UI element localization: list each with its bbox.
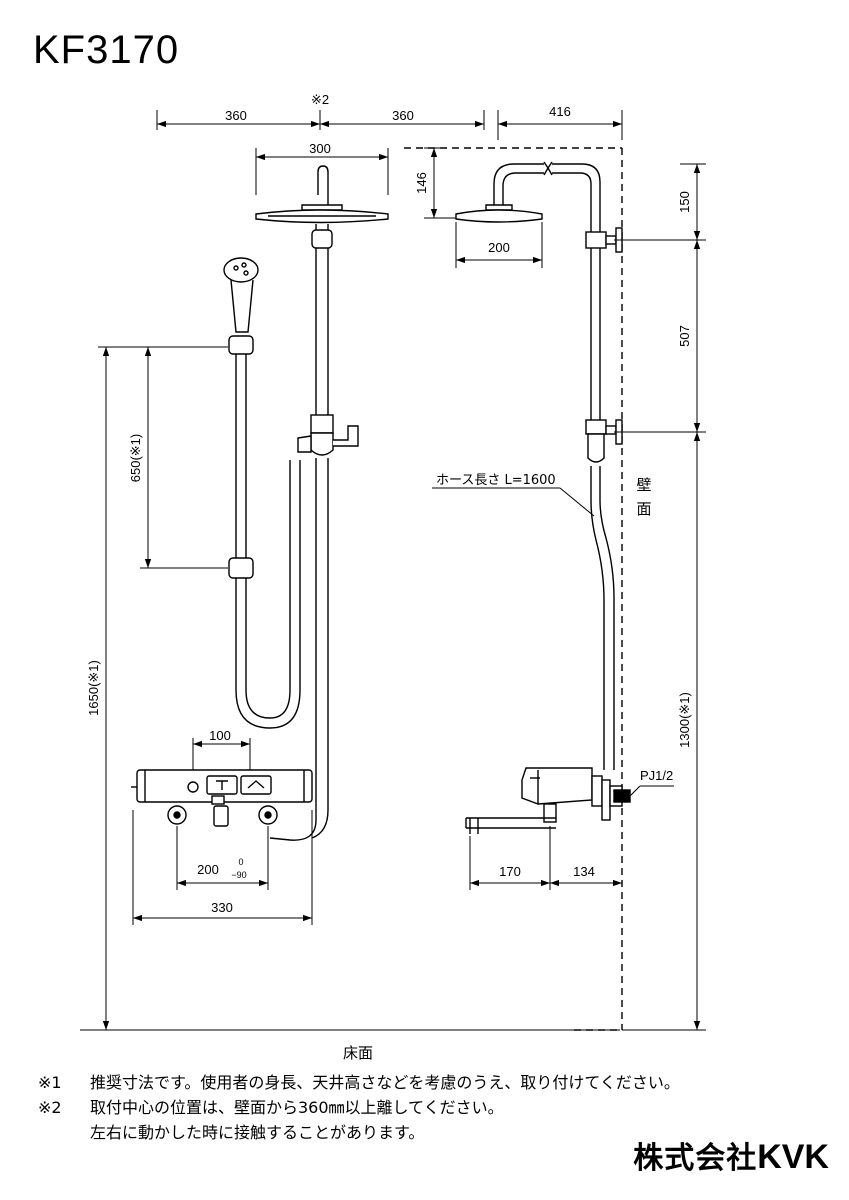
- dim-330: 330: [211, 900, 233, 915]
- note-row: 左右に動かした時に接触することがあります。: [38, 1120, 838, 1145]
- front-view: [80, 110, 620, 1031]
- hose: [235, 460, 329, 841]
- side-view: [404, 110, 706, 1031]
- note-mark: [38, 1120, 90, 1145]
- riser-pipe: [297, 224, 359, 820]
- dim-1300: 1300(※1): [677, 692, 692, 748]
- dim-300: 300: [309, 141, 331, 156]
- dim-416: 416: [549, 104, 571, 119]
- wall-label-1: 壁: [636, 476, 651, 494]
- note-row: ※2 取付中心の位置は、壁面から360㎜以上離してください。: [38, 1095, 838, 1120]
- floor-label: 床面: [343, 1044, 373, 1062]
- mark-2-label: ※2: [311, 92, 329, 107]
- brand-name: KVK: [757, 1138, 829, 1176]
- side-overhead-arm: [455, 161, 601, 232]
- dim-650: 650(※1): [128, 434, 143, 482]
- dimension-labels: ※2 360 360 300 650(※1) 1650(※1) 100 200 …: [86, 92, 692, 1062]
- dim-507: 507: [677, 325, 692, 347]
- mixer-body: [131, 769, 313, 827]
- model-title: KF3170: [33, 28, 180, 72]
- wall-label-2: 面: [636, 500, 651, 518]
- hand-shower: [223, 257, 259, 690]
- dim-146: 146: [414, 172, 429, 194]
- dim-360-left: 360: [225, 108, 247, 123]
- notes: ※1 推奨寸法です。使用者の身長、天井高さなどを考慮のうえ、取り付けてください。…: [38, 1070, 838, 1145]
- brand-prefix: 株式会社: [633, 1141, 758, 1176]
- pj-label: PJ1/2: [640, 768, 673, 783]
- hose-length-label: ホース長さ L=1600: [436, 473, 556, 488]
- side-riser: [585, 227, 623, 500]
- tolerance-upper: 0: [238, 857, 243, 867]
- note-row: ※1 推奨寸法です。使用者の身長、天井高さなどを考慮のうえ、取り付けてください。: [38, 1070, 838, 1095]
- dim-200-side: 200: [488, 240, 510, 255]
- dim-1650: 1650(※1): [86, 660, 101, 716]
- dim-170: 170: [499, 864, 521, 879]
- brand-logo: 株式会社KVK: [633, 1140, 829, 1174]
- note-text: 左右に動かした時に接触することがあります。: [90, 1123, 425, 1142]
- dim-150: 150: [677, 191, 692, 213]
- note-mark: ※1: [38, 1073, 62, 1092]
- dim-200-front: 200: [197, 862, 219, 877]
- note-mark: ※2: [38, 1098, 62, 1117]
- overhead-shower-head: [255, 165, 389, 224]
- side-mixer: [465, 767, 631, 834]
- note-text: 推奨寸法です。使用者の身長、天井高さなどを考慮のうえ、取り付けてください。: [90, 1073, 680, 1092]
- dim-100: 100: [209, 728, 231, 743]
- note-text: 取付中心の位置は、壁面から360㎜以上離してください。: [90, 1098, 504, 1117]
- dim-134: 134: [573, 864, 595, 879]
- dim-360-right: 360: [392, 108, 414, 123]
- side-hose: [590, 499, 615, 770]
- tolerance-lower: −90: [231, 870, 246, 880]
